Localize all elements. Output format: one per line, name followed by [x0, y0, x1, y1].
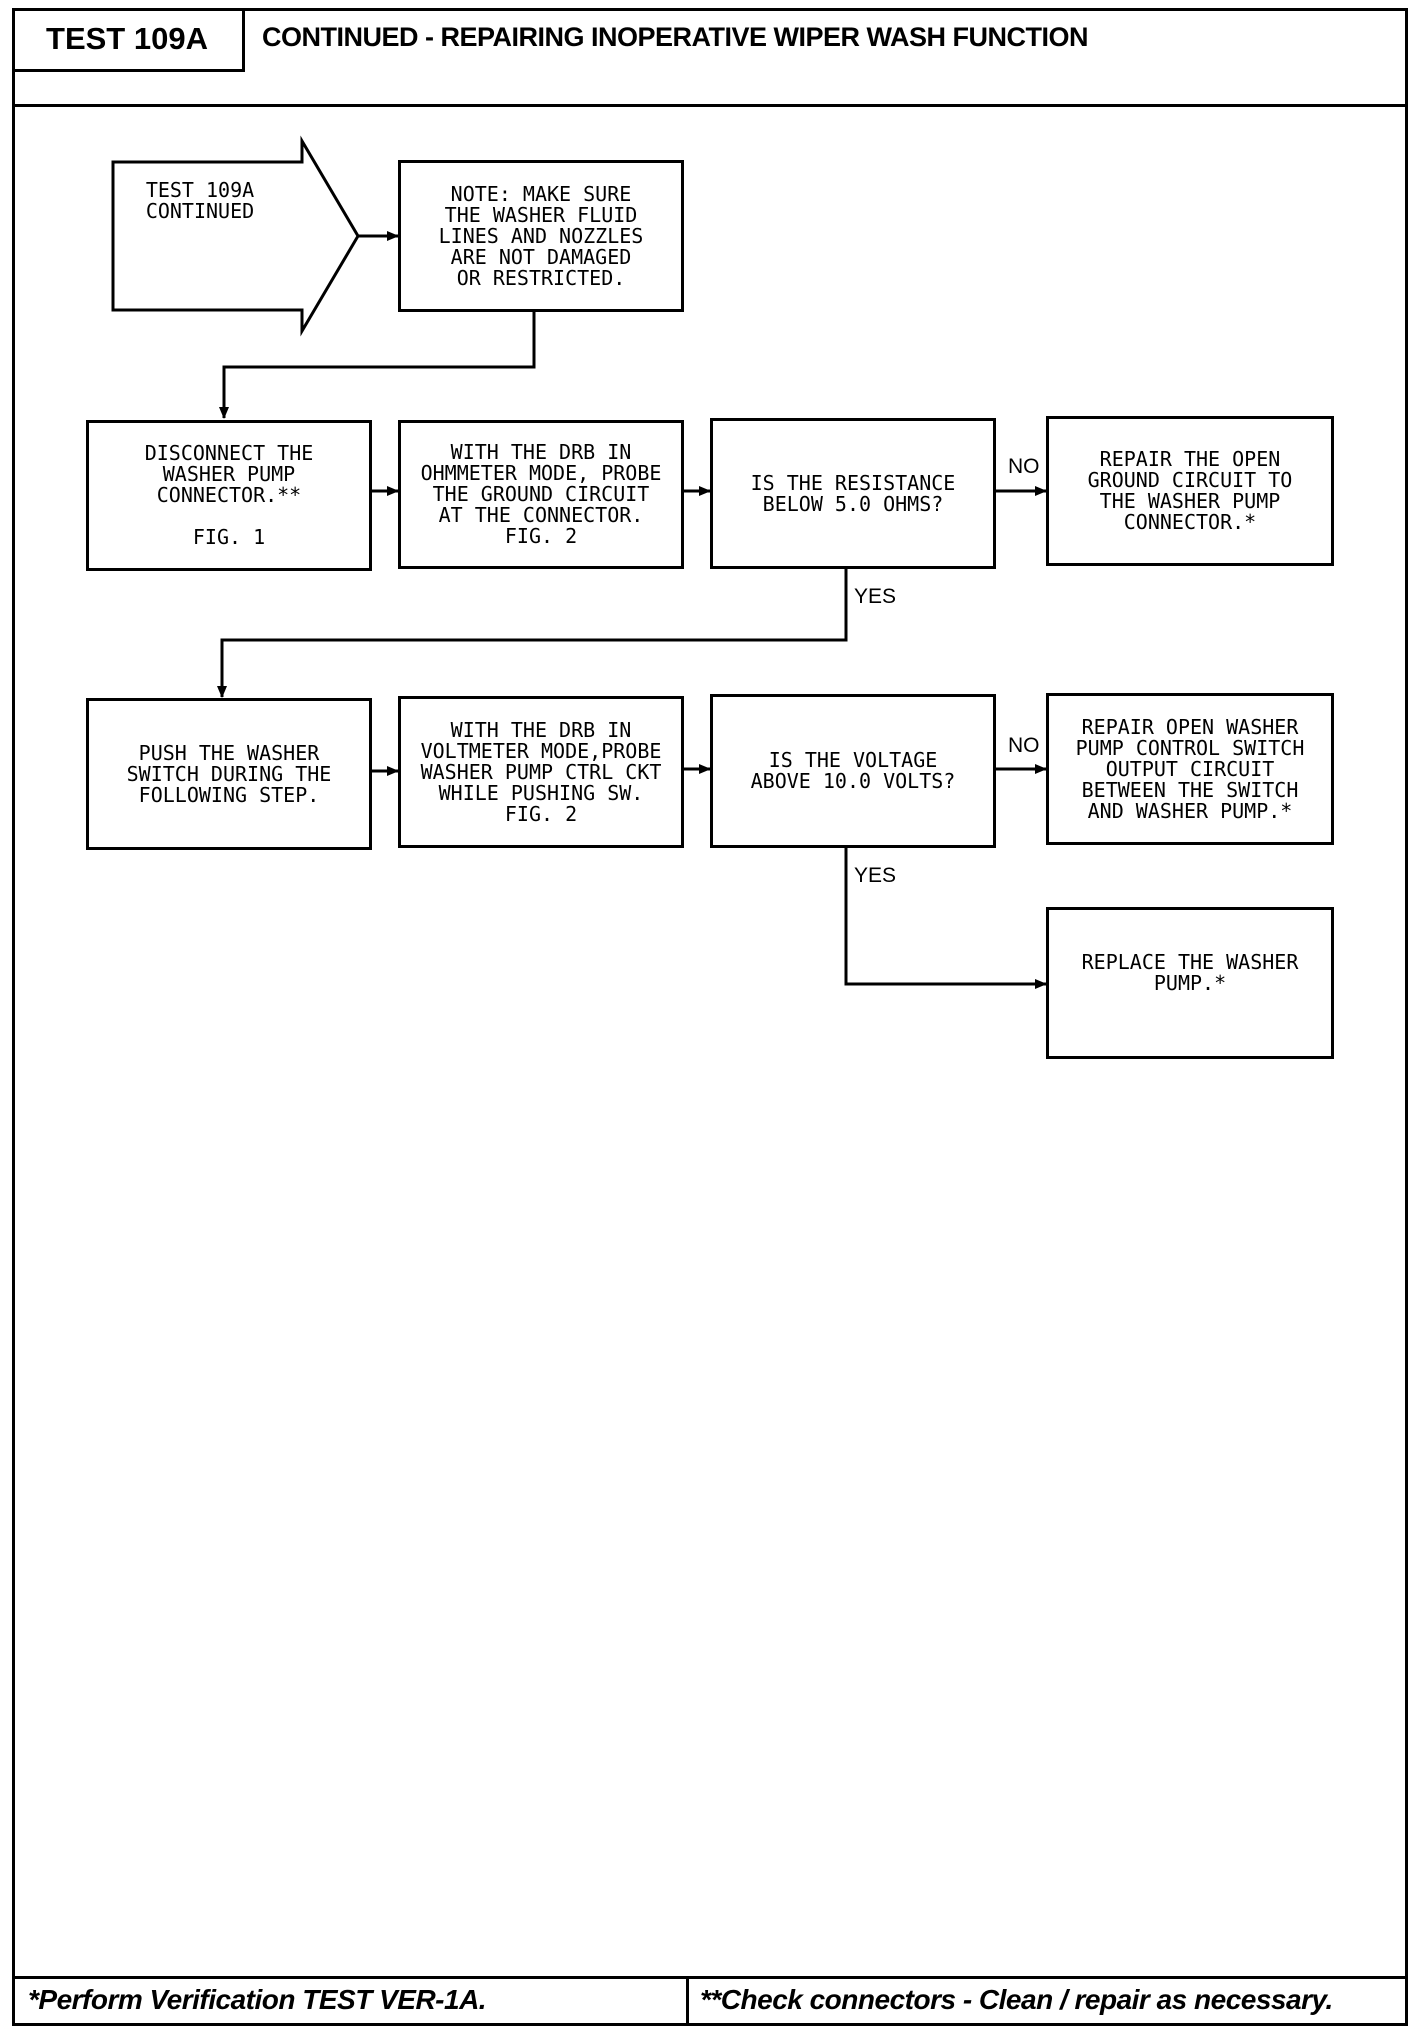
connector-yes-replace: [844, 847, 1047, 989]
footer-connector-note: **Check connectors - Clean / repair as n…: [700, 1984, 1333, 2015]
footer-separator: [686, 1976, 689, 2026]
probe-voltage-box: WITH THE DRB IN VOLTMETER MODE,PROBE WAS…: [398, 696, 684, 848]
disconnect-text: DISCONNECT THE WASHER PUMP CONNECTOR.**: [144, 441, 314, 507]
no-label-1: NO: [1008, 455, 1040, 478]
resistance-question-box: IS THE RESISTANCE BELOW 5.0 OHMS?: [710, 418, 996, 569]
note-box: NOTE: MAKE SURE THE WASHER FLUID LINES A…: [398, 160, 684, 312]
voltage-question-box: IS THE VOLTAGE ABOVE 10.0 VOLTS?: [710, 694, 996, 848]
connector-note-disconnect: [219, 311, 536, 419]
entry-label: TEST 109A CONTINUED: [145, 178, 255, 223]
connector-yes-push: [217, 567, 848, 698]
push-switch-box: PUSH THE WASHER SWITCH DURING THE FOLLOW…: [86, 698, 372, 850]
disconnect-box: DISCONNECT THE WASHER PUMP CONNECTOR.** …: [86, 420, 372, 571]
footer-divider: [12, 1976, 1408, 1979]
repair-ground-box: REPAIR THE OPEN GROUND CIRCUIT TO THE WA…: [1046, 416, 1334, 566]
no-label-2: NO: [1008, 734, 1040, 757]
probe-ground-box: WITH THE DRB IN OHMMETER MODE, PROBE THE…: [398, 420, 684, 569]
header-divider: [12, 104, 1408, 107]
yes-label-1: YES: [854, 585, 897, 608]
replace-pump-box: REPLACE THE WASHER PUMP.*: [1046, 907, 1334, 1059]
page-title: CONTINUED - REPAIRING INOPERATIVE WIPER …: [262, 22, 1089, 52]
entry-arrow-shape: [111, 135, 360, 337]
page-frame: [12, 8, 1408, 2026]
repair-switch-box: REPAIR OPEN WASHER PUMP CONTROL SWITCH O…: [1046, 693, 1334, 845]
footer-verification-note: *Perform Verification TEST VER-1A.: [28, 1984, 487, 2015]
disconnect-fig: FIG. 1: [192, 525, 266, 549]
yes-label-2: YES: [854, 864, 897, 887]
test-id: TEST 109A: [12, 8, 245, 72]
